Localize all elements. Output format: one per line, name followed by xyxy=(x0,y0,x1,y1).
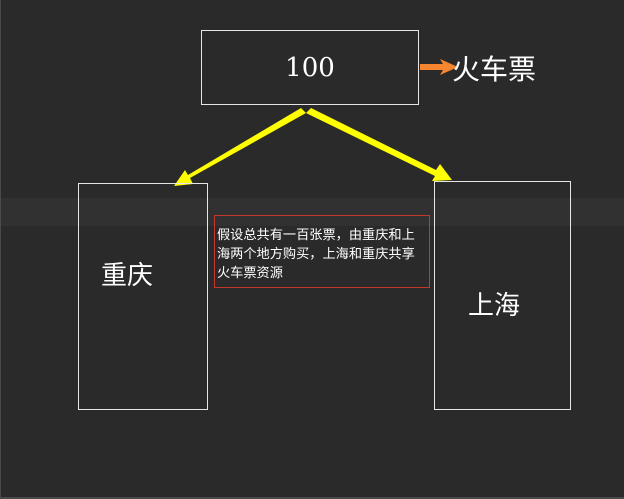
right-node-box xyxy=(434,181,571,410)
note-box: 假设总共有一百张票，由重庆和上海两个地方购买，上海和重庆共享火车票资源 xyxy=(214,215,430,288)
arrow-to-right-node xyxy=(306,108,452,181)
canvas-bottom-edge xyxy=(0,497,624,499)
arrow-ticket-label xyxy=(420,59,458,75)
left-node-label: 重庆 xyxy=(101,261,154,291)
left-node-box xyxy=(78,183,208,410)
canvas-left-edge xyxy=(0,0,1,499)
ticket-label: 火车票 xyxy=(452,53,537,86)
top-node-box: 100 xyxy=(201,30,419,105)
top-node-value: 100 xyxy=(285,52,335,83)
arrow-to-left-node xyxy=(174,108,306,186)
right-node-label: 上海 xyxy=(468,291,521,321)
background-band xyxy=(0,198,624,226)
